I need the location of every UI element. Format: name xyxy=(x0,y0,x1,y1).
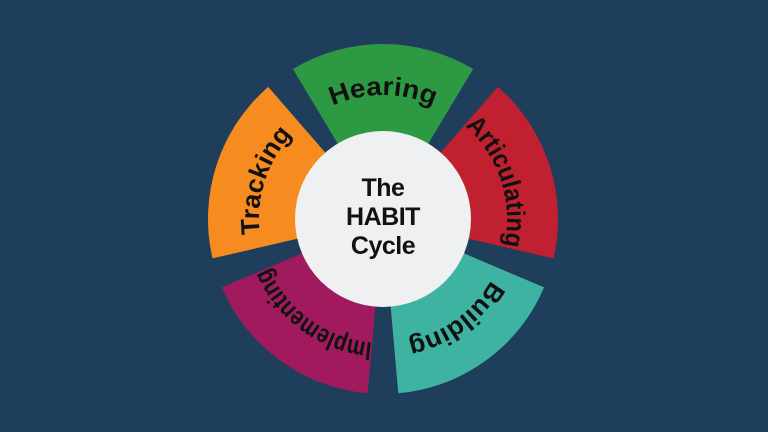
center-title-line2: HABIT xyxy=(346,203,420,231)
center-title-line1: The xyxy=(362,174,406,202)
center-circle xyxy=(295,131,471,307)
center-title-line3: Cycle xyxy=(351,232,416,260)
